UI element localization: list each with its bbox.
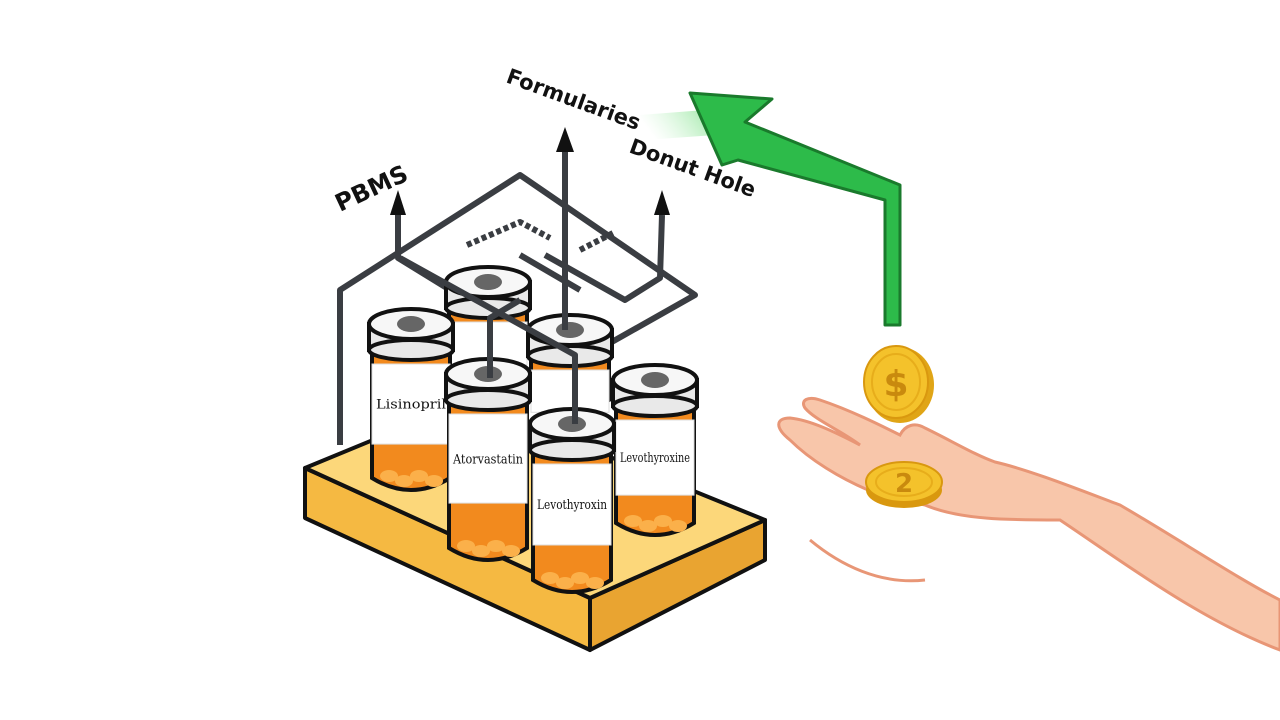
pill-bottle: Atorvastatin <box>444 357 532 562</box>
hand-crease <box>809 538 926 583</box>
coin-in-hand: 2 <box>865 461 943 508</box>
pill-bottle <box>526 313 614 414</box>
pill-bottle: Levothyroxin <box>528 407 616 594</box>
up-arrow-icon <box>390 127 670 215</box>
open-hand <box>777 396 1280 652</box>
pill-bottle: Levothyroxine <box>611 363 699 537</box>
bottle-label: Lisinopril <box>376 398 446 413</box>
pill-bottle: Lisinopril <box>367 307 455 492</box>
bottle-label: Levothyroxin <box>537 498 608 513</box>
glow-trail <box>640 110 715 140</box>
bottle-label: Atorvastatin <box>452 453 523 468</box>
green-up-arrow-icon <box>688 91 902 327</box>
coin-floating: $ <box>863 345 934 423</box>
label-formularies: Formularies <box>503 64 643 135</box>
coin-symbol: $ <box>883 364 908 405</box>
coin-symbol: 2 <box>895 469 913 499</box>
pipe-front <box>398 140 578 424</box>
bottle-label: Levothyroxine <box>620 451 690 466</box>
